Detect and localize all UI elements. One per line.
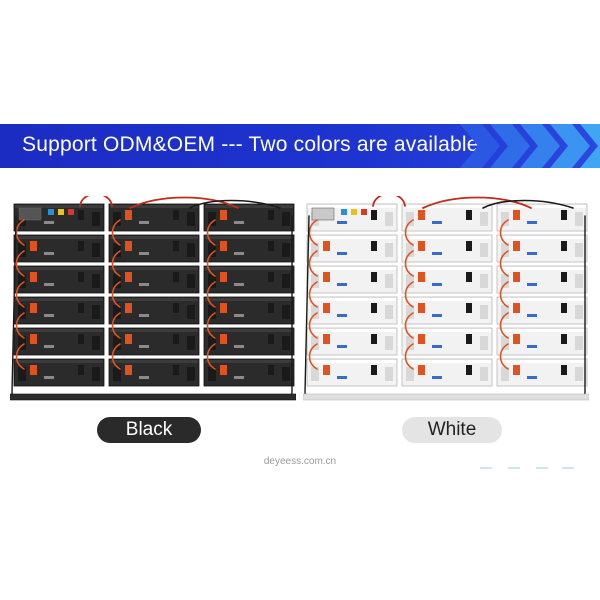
white-color-label: White <box>402 417 502 443</box>
banner-title: Support ODM&OEM --- Two colors are avail… <box>22 133 479 156</box>
battery-module <box>203 327 295 356</box>
battery-module <box>203 358 295 387</box>
white-battery-rack <box>303 196 589 402</box>
website-watermark: deyeess.com.cn <box>263 456 337 467</box>
battery-module <box>108 265 200 294</box>
black-color-label: Black <box>97 417 201 443</box>
battery-module <box>13 203 105 232</box>
battery-module <box>13 327 105 356</box>
battery-module <box>496 358 588 387</box>
battery-module <box>306 327 398 356</box>
battery-module <box>401 203 493 232</box>
battery-module <box>108 203 200 232</box>
battery-module <box>108 327 200 356</box>
battery-module <box>306 203 398 232</box>
battery-module <box>496 265 588 294</box>
battery-module <box>306 234 398 263</box>
battery-module <box>108 296 200 325</box>
battery-module <box>401 358 493 387</box>
battery-module <box>108 234 200 263</box>
battery-module <box>13 358 105 387</box>
battery-module <box>203 265 295 294</box>
battery-module <box>203 234 295 263</box>
battery-module <box>203 296 295 325</box>
black-battery-stack-image <box>10 196 296 401</box>
battery-module <box>306 358 398 387</box>
battery-module <box>401 265 493 294</box>
decorative-specks <box>480 467 574 469</box>
battery-module <box>496 296 588 325</box>
battery-module <box>13 234 105 263</box>
black-battery-rack <box>10 196 296 402</box>
battery-module <box>496 327 588 356</box>
battery-module <box>496 234 588 263</box>
chevron-arrows-icon <box>460 124 600 168</box>
battery-module <box>108 358 200 387</box>
battery-module <box>401 296 493 325</box>
battery-module <box>401 234 493 263</box>
battery-module <box>13 296 105 325</box>
white-battery-stack-image <box>303 196 589 401</box>
battery-module <box>306 265 398 294</box>
battery-module <box>13 265 105 294</box>
header-banner: Support ODM&OEM --- Two colors are avail… <box>0 124 600 168</box>
battery-module <box>401 327 493 356</box>
battery-module <box>306 296 398 325</box>
